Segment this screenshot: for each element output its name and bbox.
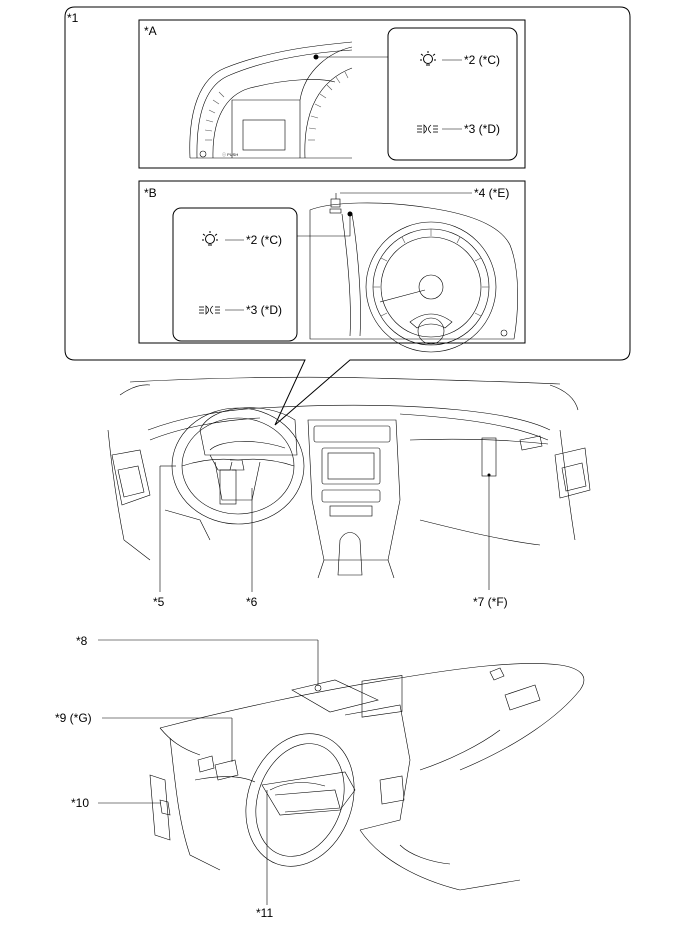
label-4: *4 (*E) xyxy=(474,186,509,200)
label-1: *1 xyxy=(67,11,79,25)
callout-frame-1 xyxy=(64,6,631,426)
svg-text:ⓘ PUSH: ⓘ PUSH xyxy=(222,151,238,157)
label-9: *9 (*G) xyxy=(55,711,92,725)
label-3-a: *3 (*D) xyxy=(464,122,500,136)
lamp-bulb-icon xyxy=(420,51,436,66)
label-b: *B xyxy=(144,186,157,200)
label-7: *7 (*F) xyxy=(473,595,508,609)
meter-cluster-a: ⓘ PUSH xyxy=(189,41,388,159)
panel-a xyxy=(138,19,526,169)
inset-box-a xyxy=(387,27,518,161)
headlight-icon xyxy=(417,124,438,134)
label-6: *6 xyxy=(246,595,258,609)
dashboard-isometric-view xyxy=(98,639,585,905)
lamp-bulb-icon xyxy=(202,231,218,246)
label-8: *8 xyxy=(76,634,88,648)
meter-cluster-b xyxy=(297,192,518,353)
headlight-icon xyxy=(199,305,220,315)
inset-box-b xyxy=(172,207,298,342)
label-11: *11 xyxy=(256,906,273,920)
panel-b xyxy=(138,180,526,344)
label-10: *10 xyxy=(71,796,89,810)
label-2-b: *2 (*C) xyxy=(246,233,282,247)
dashboard-interior-view xyxy=(107,376,591,592)
label-5: *5 xyxy=(153,595,165,609)
label-3-b: *3 (*D) xyxy=(246,303,282,317)
label-a: *A xyxy=(144,24,157,38)
label-2-a: *2 (*C) xyxy=(464,53,500,67)
